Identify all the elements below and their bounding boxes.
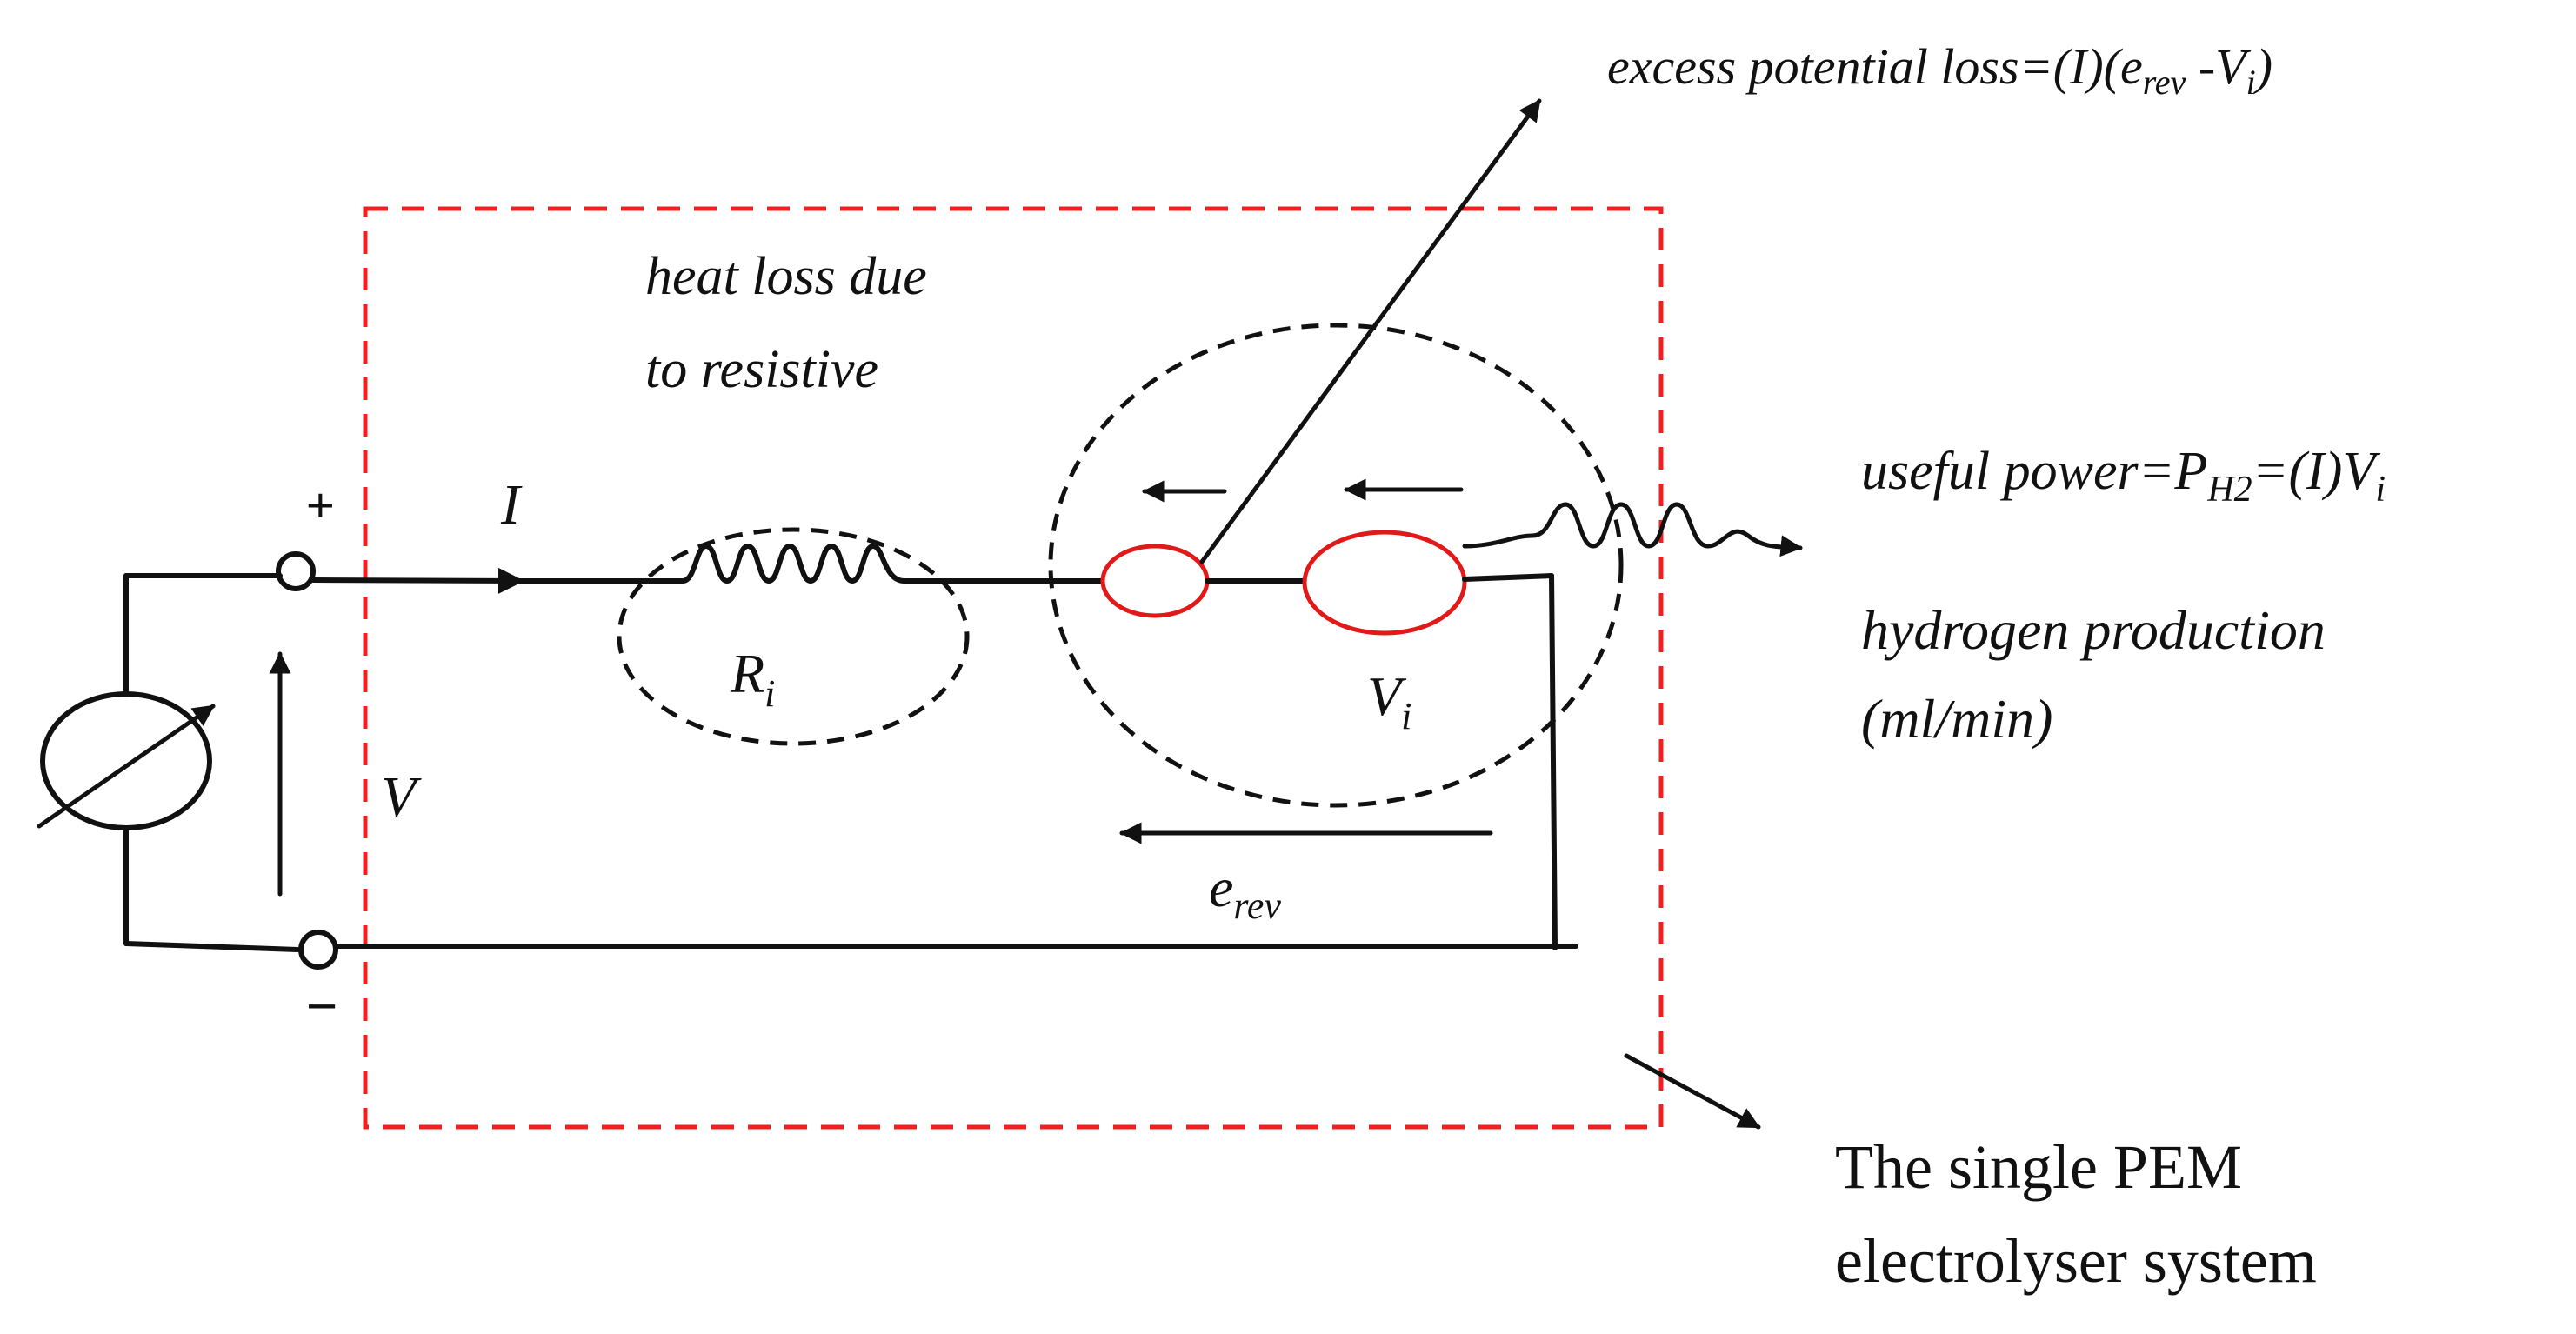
positive-terminal — [276, 551, 316, 591]
cell-voltage-label: Vi — [1367, 665, 1411, 737]
resistor — [519, 544, 1105, 584]
erev-label: erev — [1209, 857, 1281, 927]
heat-loss-label: heat loss due to resistive — [645, 247, 940, 399]
useful-power-label: useful power=PH2=(I)Vi — [1861, 442, 2386, 510]
system-pointer-arrow — [1624, 1053, 1761, 1130]
negative-terminal — [298, 930, 338, 970]
return-vertical-wire — [1549, 573, 1558, 950]
voltage-label: V — [381, 765, 422, 829]
source-bottom-wire — [123, 941, 300, 952]
useful-power-wave-arrow — [1462, 502, 1803, 557]
excess-loss-label: excess potential loss=(I)(erev -Vi) — [1607, 38, 2272, 102]
current-label: I — [500, 473, 523, 537]
variable-source-arrow — [37, 704, 216, 829]
resistor-label: Ri — [730, 643, 775, 715]
positive-sign: + — [306, 477, 335, 532]
excess-loss-arrow — [1199, 98, 1542, 564]
system-label: The single PEM electrolyser system — [1835, 1132, 2317, 1296]
cell-element-small — [1100, 544, 1210, 618]
cell-region — [1048, 323, 1624, 808]
current-wire — [310, 567, 524, 594]
cell-element-large — [1302, 530, 1467, 636]
negative-sign: − — [306, 977, 337, 1037]
heat-loss-region — [617, 527, 970, 746]
cell-out-wire — [1462, 573, 1554, 582]
system-boundary — [363, 206, 1664, 1130]
hydrogen-production-label: hydrogen production (ml/min) — [1861, 599, 2339, 750]
